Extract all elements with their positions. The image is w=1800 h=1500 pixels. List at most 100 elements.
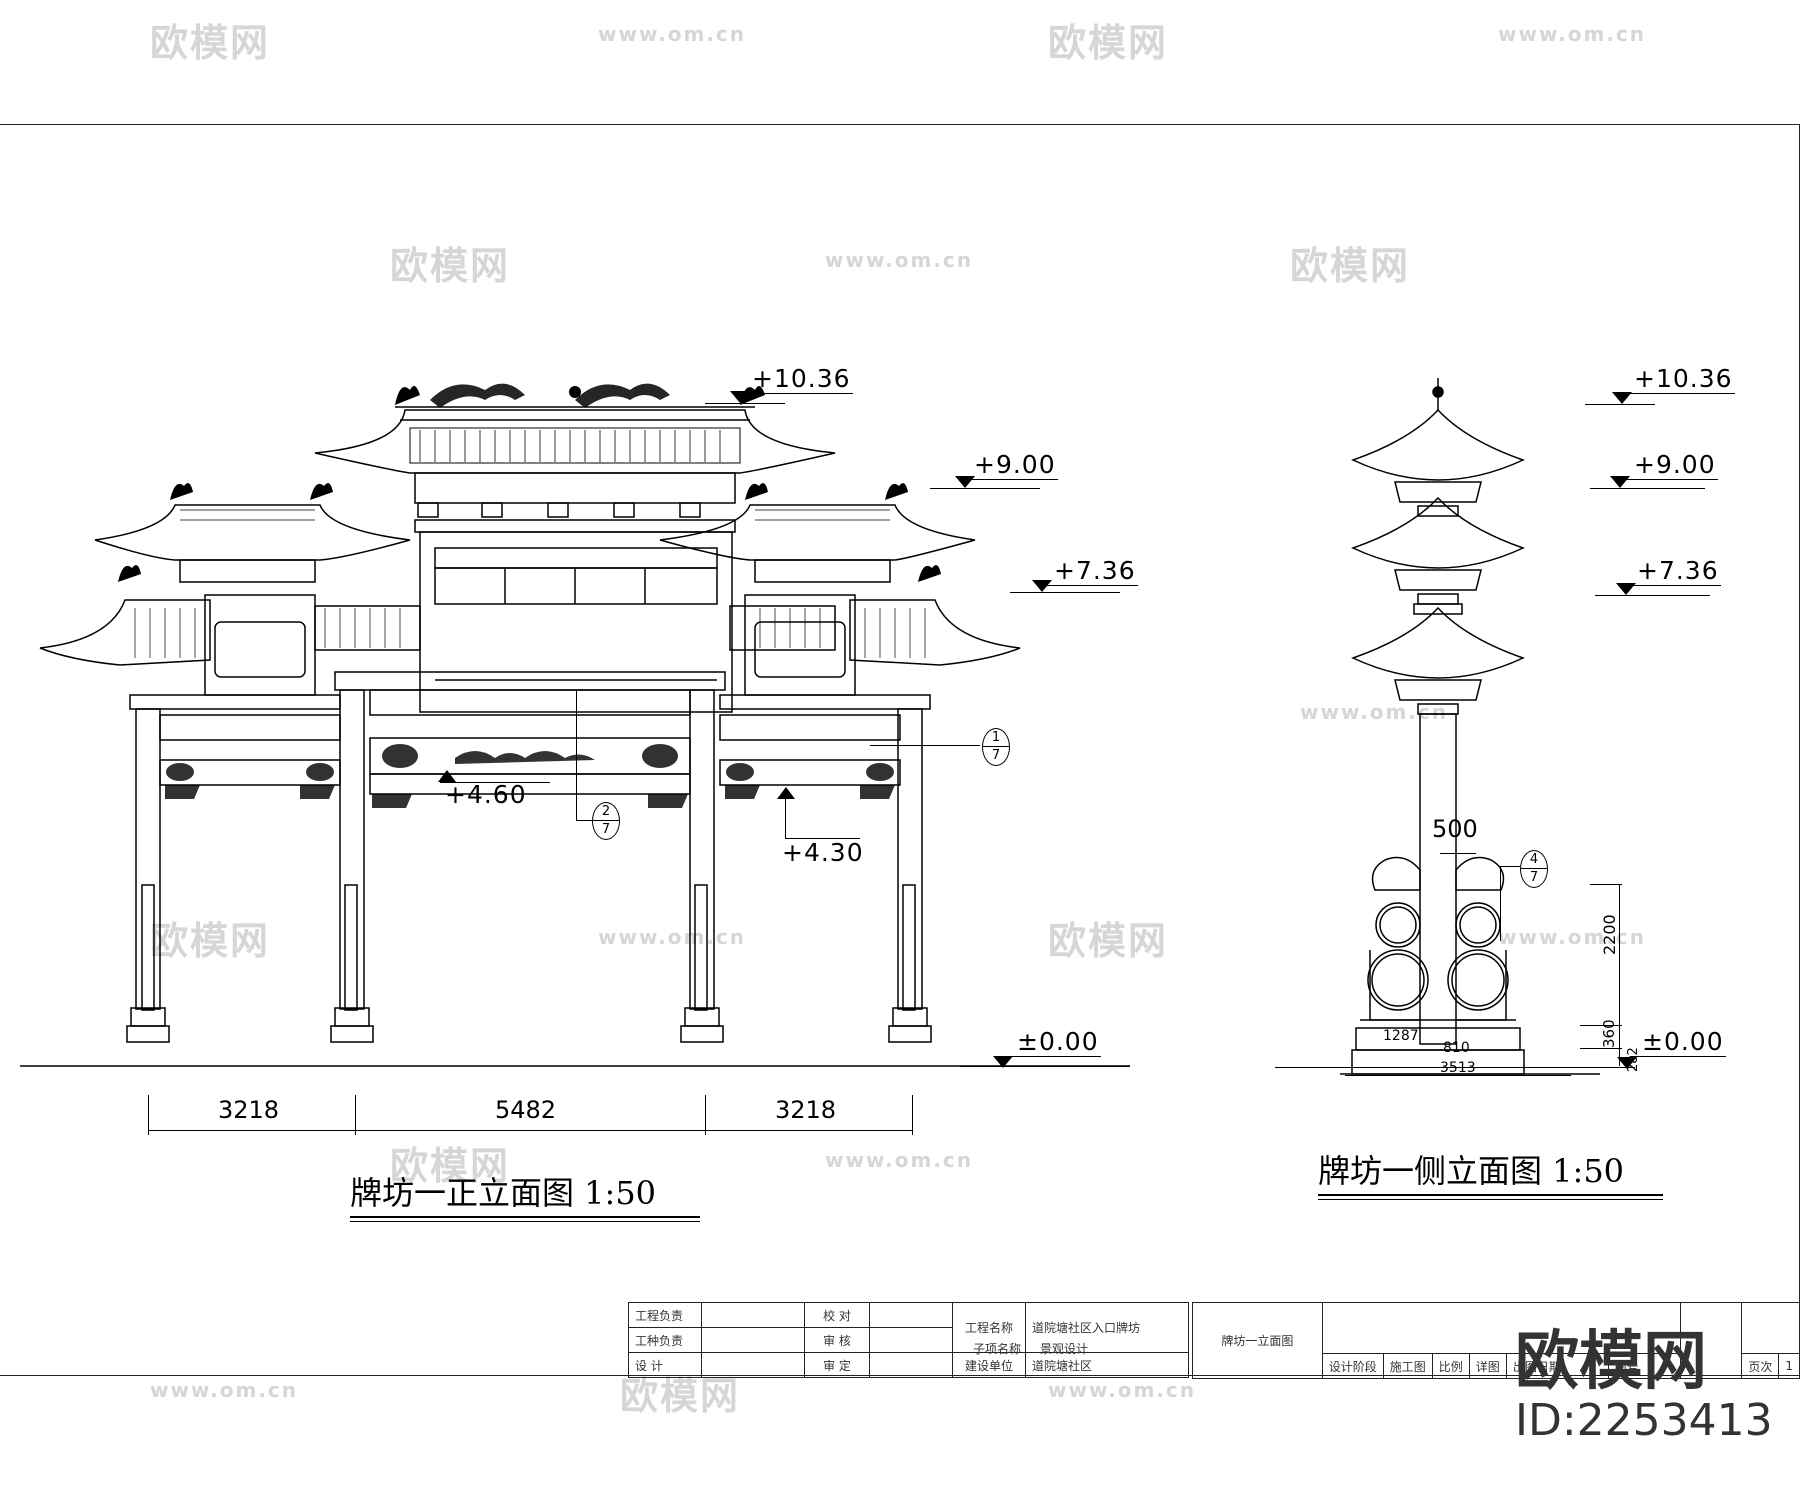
dimension-right-bay: 3218: [775, 1096, 837, 1124]
watermark-logo: 欧模网: [1290, 244, 1411, 288]
callout-leader: [576, 690, 577, 820]
tb-blank: [1741, 1302, 1800, 1354]
front-elevation-drawing: [20, 383, 1130, 1067]
watermark-url: www.om.cn: [598, 22, 747, 46]
dimension-line: [148, 1130, 913, 1131]
dimension-tick: [1580, 1025, 1622, 1026]
tb-value: [701, 1327, 805, 1353]
level-line: [440, 782, 550, 783]
level-lower-side: +7.36: [1625, 556, 1721, 586]
detail-callout-2-7[interactable]: 2 7: [592, 802, 620, 840]
level-marker-icon: [993, 1056, 1013, 1068]
dimension-tick: [912, 1095, 913, 1135]
watermark-logo: 欧模网: [1048, 21, 1169, 65]
level-top-side: +10.36: [1622, 364, 1735, 394]
dimension-left-bay: 3218: [218, 1096, 280, 1124]
level-beam-side: +4.30: [782, 838, 864, 867]
tb-label: 工程名称: [952, 1302, 1026, 1353]
detail-callout-1-7[interactable]: 1 7: [982, 728, 1010, 766]
tb-label: 审 定: [804, 1352, 870, 1378]
dimension-tick: [148, 1095, 149, 1135]
tb-label: 工种负责: [628, 1327, 702, 1353]
ground-line-side: [1275, 1067, 1635, 1068]
dimension-total-width: 3513: [1440, 1060, 1476, 1076]
tb-blank: [1321, 1302, 1681, 1354]
title-underline: [1318, 1194, 1663, 1200]
sub-project-owner: 道院塘社区: [1025, 1352, 1189, 1378]
callout-leader: [870, 745, 980, 746]
dimension-center-bay: 5482: [495, 1096, 557, 1124]
side-elevation-title: 牌坊一侧立面图 1:50: [1318, 1152, 1625, 1190]
tb-value: [701, 1352, 805, 1378]
watermark-url: www.om.cn: [1048, 1378, 1197, 1402]
detail-callout-4-7[interactable]: 4 7: [1520, 850, 1548, 888]
tb-label: 出图日期: [1505, 1353, 1609, 1379]
tb-blank: [1679, 1302, 1743, 1379]
tb-label: 设 计: [628, 1352, 702, 1378]
level-top-front: +10.36: [740, 364, 853, 394]
level-line: [1595, 595, 1710, 596]
project-name: 道院塘社区入口牌坊: [1025, 1302, 1189, 1353]
watermark-url: www.om.cn: [825, 248, 974, 272]
watermark-logo: 欧模网: [1048, 919, 1169, 963]
level-line: [1585, 404, 1655, 405]
tb-value: [869, 1327, 953, 1353]
callout-leader: [1500, 866, 1520, 867]
level-marker-icon: [1032, 580, 1052, 592]
level-marker-icon: [438, 770, 456, 782]
level-marker-icon: [730, 391, 750, 403]
tb-label: 设计阶段: [1321, 1353, 1384, 1379]
level-ground-side: ±0.00: [1630, 1027, 1726, 1057]
tb-value: 详图: [1468, 1353, 1507, 1379]
callout-leader: [576, 820, 592, 821]
title-underline: [350, 1216, 700, 1222]
sub-project-label: 子项名称: [972, 1342, 1021, 1356]
dimension-tick: [1590, 884, 1622, 885]
tb-value: [869, 1302, 953, 1328]
tb-value: [701, 1302, 805, 1328]
level-middle-front: +9.00: [962, 450, 1058, 480]
watermark-logo: 欧模网: [620, 1374, 741, 1418]
dimension-base-half: 1287: [1383, 1028, 1419, 1044]
level-line: [930, 488, 1040, 489]
watermark-logo: 欧模网: [390, 1144, 511, 1188]
sub-project-value: 景观设计: [1040, 1342, 1089, 1356]
tb-value: 图号: [1607, 1353, 1681, 1379]
corner-watermark-id: ID:2253413: [1515, 1395, 1773, 1446]
tb-label: 比例: [1431, 1353, 1470, 1379]
level-beam-center: +4.60: [445, 780, 527, 809]
level-line: [785, 838, 860, 839]
drawing-name: 牌坊一立面图: [1192, 1302, 1323, 1379]
dimension-line: [1440, 853, 1476, 854]
dimension-line: [1619, 884, 1620, 1066]
dimension-center-width: 810: [1443, 1040, 1470, 1056]
tb-label: 校 对: [804, 1302, 870, 1328]
watermark-url: www.om.cn: [1498, 22, 1647, 46]
watermark-logo: 欧模网: [390, 244, 511, 288]
title-block-left: 工程负责 校 对 工程名称 道院塘社区入口牌坊 工种负责 审 核 设 计 审 定…: [628, 1302, 1189, 1378]
tb-label: 建设单位: [952, 1352, 1026, 1378]
tb-value: [869, 1352, 953, 1378]
dimension-base-height: 360: [1600, 1019, 1618, 1048]
corner-watermark-logo: 欧模网: [1515, 1325, 1707, 1399]
level-side-roof-front: +7.36: [1042, 556, 1138, 586]
tb-value: 施工图: [1382, 1353, 1433, 1379]
dimension-drum-height: 2200: [1600, 914, 1619, 955]
watermark-url: www.om.cn: [825, 1148, 974, 1172]
dimension-column-width: 500: [1432, 815, 1478, 843]
level-marker-icon: [1612, 392, 1632, 404]
side-elevation-drawing: [1340, 378, 1600, 1075]
tb-label: 工程负责: [628, 1302, 702, 1328]
watermark-url: www.om.cn: [150, 1378, 299, 1402]
level-line: [1010, 592, 1120, 593]
level-ground-front: ±0.00: [1005, 1027, 1101, 1057]
dimension-line: [1345, 1075, 1571, 1076]
level-marker-icon: [1617, 1057, 1637, 1069]
level-line: [785, 797, 786, 839]
dimension-tick: [705, 1095, 706, 1135]
tb-value: 1: [1778, 1353, 1800, 1379]
tb-label: 页次: [1741, 1353, 1780, 1379]
level-marker-icon: [777, 787, 795, 799]
watermark-logo: 欧模网: [150, 919, 271, 963]
level-middle-side: +9.00: [1622, 450, 1718, 480]
